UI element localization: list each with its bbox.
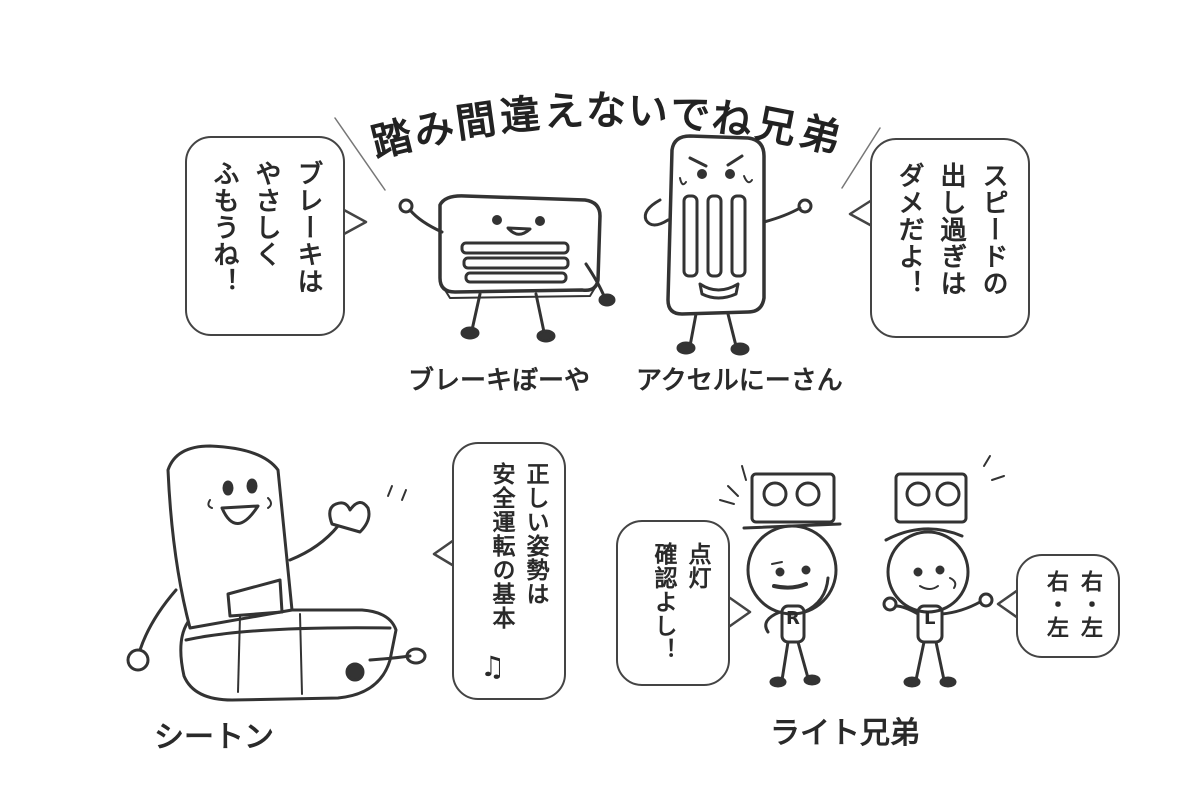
- title-dash-left: [334, 117, 386, 191]
- light-brother-left-character: [882, 455, 1005, 688]
- character-name-brake: ブレーキぼーや: [408, 366, 591, 396]
- title-char: 違: [498, 91, 542, 141]
- title-char: ね: [708, 94, 756, 146]
- title-char: で: [668, 90, 712, 140]
- bubble-line: やさしく: [251, 160, 281, 268]
- accelerator-pedal-character: [643, 134, 813, 356]
- bubble-line: 右・左: [1077, 570, 1102, 639]
- bubble-tail-brake: [342, 208, 368, 236]
- bubble-line: ふもうね！: [209, 160, 239, 295]
- bubble-tail-lights-right: [996, 588, 1020, 620]
- light-brother-right-character: [719, 465, 842, 688]
- bubble-tail-accel: [848, 198, 874, 228]
- bubble-line: 出し過ぎは: [936, 162, 966, 297]
- speech-bubble-accel: スピードの 出し過ぎは ダメだよ！: [870, 138, 1030, 338]
- title-char: な: [586, 88, 626, 134]
- title-char: 兄: [751, 100, 801, 154]
- music-note-icon: ♫: [480, 650, 506, 683]
- bubble-line: スピードの: [978, 162, 1008, 297]
- title-char: い: [627, 88, 669, 136]
- bubble-tail-lights-left: [728, 596, 752, 628]
- title-char: み: [409, 103, 459, 157]
- bubble-tail-seat: [432, 538, 456, 568]
- character-name-lights: ライト兄弟: [770, 716, 920, 751]
- bubble-line: 確認よし！: [650, 542, 676, 662]
- speech-bubble-lights-right: 右・左 右・左: [1016, 554, 1120, 658]
- title-char: 間: [452, 96, 500, 148]
- character-name-accel: アクセルにーさん: [636, 366, 843, 396]
- bubble-line: 右・左: [1043, 570, 1068, 639]
- speech-bubble-brake: ブレーキは やさしく ふもうね！: [185, 136, 345, 336]
- seat-character: [126, 444, 427, 702]
- title-dash-right: [841, 127, 881, 189]
- bubble-line: 点灯: [684, 542, 710, 590]
- badge-r: R: [786, 608, 800, 629]
- speech-bubble-seat: 正しい姿勢は 安全運転の基本 ♫: [452, 442, 566, 700]
- speech-bubble-lights-left: 点灯 確認よし！: [616, 520, 730, 686]
- badge-l: L: [924, 608, 936, 629]
- character-name-seat: シートン: [154, 720, 274, 755]
- bubble-line: 安全運転の基本: [488, 462, 514, 630]
- brake-pedal-character: [398, 194, 616, 343]
- title-char: え: [543, 88, 585, 136]
- bubble-line: 正しい姿勢は: [522, 462, 548, 606]
- bubble-line: ダメだよ！: [894, 162, 924, 297]
- bubble-line: ブレーキは: [293, 160, 323, 295]
